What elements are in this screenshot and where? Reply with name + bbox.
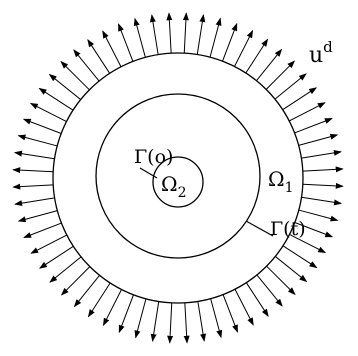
boundary-arrow <box>298 209 339 222</box>
boundary-arrow <box>210 298 223 339</box>
boundary-arrow <box>38 245 74 269</box>
boundary-arrow <box>256 48 283 81</box>
boundary-arrow <box>282 87 318 111</box>
boundary-arrow <box>302 166 344 173</box>
far-field-velocity-label: ud <box>309 38 333 68</box>
boundary-arrow <box>12 167 54 174</box>
boundary-arrow <box>48 73 81 100</box>
outer-boundary-circle <box>52 52 304 304</box>
boundary-arrow <box>133 17 146 58</box>
boundary-arrow <box>17 134 58 147</box>
boundary-arrow <box>294 222 334 238</box>
boundary-arrow <box>134 298 147 339</box>
boundary-arrow <box>289 234 327 254</box>
boundary-arrow <box>149 14 159 55</box>
boundary-arrow <box>265 60 296 90</box>
boundary-arrow <box>266 265 296 296</box>
boundary-arrow <box>102 30 122 67</box>
boundary-arrow <box>274 73 307 100</box>
boundary-arrow <box>87 282 111 318</box>
boundary-arrow <box>167 302 174 344</box>
boundary-arrow <box>22 118 62 134</box>
boundary-arrow <box>245 282 269 318</box>
boundary-arrow <box>166 12 173 54</box>
boundary-arrow <box>196 13 206 55</box>
boundary-arrow <box>14 197 55 207</box>
interface-label: Γ(t) <box>270 218 306 240</box>
interface-circle <box>95 93 261 259</box>
boundary-arrow <box>222 294 238 333</box>
boundary-arrow <box>256 274 283 307</box>
initial-interface-circle <box>152 156 204 208</box>
boundary-arrow <box>13 150 55 160</box>
boundary-arrow <box>275 256 308 283</box>
boundary-arrow <box>301 149 342 159</box>
boundary-arrow <box>60 266 91 296</box>
boundary-arrow <box>29 102 67 122</box>
boundary-arrow <box>294 118 333 134</box>
boundary-arrows <box>12 12 344 344</box>
boundary-arrow <box>182 12 189 54</box>
boundary-arrow <box>73 49 100 82</box>
boundary-arrow <box>38 87 74 111</box>
boundary-arrow <box>302 182 344 189</box>
boundary-arrow <box>209 17 222 58</box>
boundary-arrow <box>102 289 122 327</box>
boundary-arrow <box>301 196 343 206</box>
boundary-arrow <box>183 302 190 344</box>
boundary-arrow <box>17 210 58 223</box>
boundary-arrow <box>49 256 82 283</box>
boundary-arrow <box>118 23 134 62</box>
boundary-arrow <box>12 183 54 190</box>
boundary-arrow <box>282 245 318 269</box>
boundary-arrow <box>222 22 238 62</box>
boundary-arrow <box>118 294 134 334</box>
boundary-arrow <box>30 234 67 254</box>
boundary-arrow <box>60 60 90 91</box>
initial-interface-label: Γ(o) <box>134 146 173 168</box>
boundary-arrow <box>73 275 100 308</box>
outer-domain-label: Ω1 <box>268 167 294 196</box>
boundary-arrow <box>150 301 160 343</box>
boundary-arrow <box>245 38 269 74</box>
initial-interface-leader <box>139 167 158 179</box>
boundary-arrow <box>234 289 254 326</box>
boundary-arrow <box>298 133 339 146</box>
inner-domain-label: Ω2 <box>161 172 187 201</box>
boundary-arrow <box>197 301 207 342</box>
interface-leader <box>245 220 274 237</box>
boundary-arrow <box>289 102 326 122</box>
boundary-arrow <box>87 38 111 74</box>
boundary-arrow <box>23 222 62 238</box>
boundary-arrow <box>234 29 254 67</box>
